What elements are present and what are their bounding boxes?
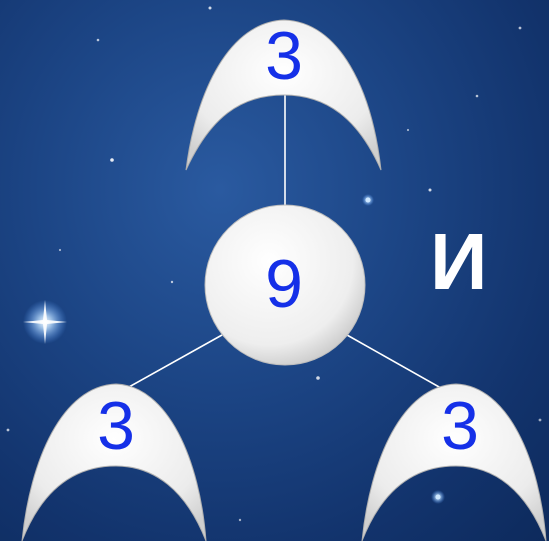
star-icon: [97, 39, 100, 42]
star-core-icon: [366, 198, 371, 203]
star-icon: [429, 189, 432, 192]
right-number: 3: [430, 392, 490, 460]
connector-left: [120, 335, 222, 392]
star-core-icon: [436, 495, 441, 500]
top-number: 3: [254, 22, 314, 90]
star-icon: [110, 158, 114, 162]
star-icon: [476, 95, 479, 98]
side-letter: И: [430, 222, 488, 302]
connector-right: [347, 335, 448, 392]
star-icon: [316, 376, 320, 380]
star-icon: [7, 429, 10, 432]
center-number: 9: [254, 250, 314, 318]
star-icon: [209, 7, 212, 10]
star-icon: [407, 129, 409, 131]
star-icon: [171, 281, 173, 283]
left-number: 3: [86, 392, 146, 460]
star-icon: [239, 519, 241, 521]
star-icon: [539, 419, 542, 422]
star-icon: [59, 249, 61, 251]
star-icon: [519, 27, 522, 30]
